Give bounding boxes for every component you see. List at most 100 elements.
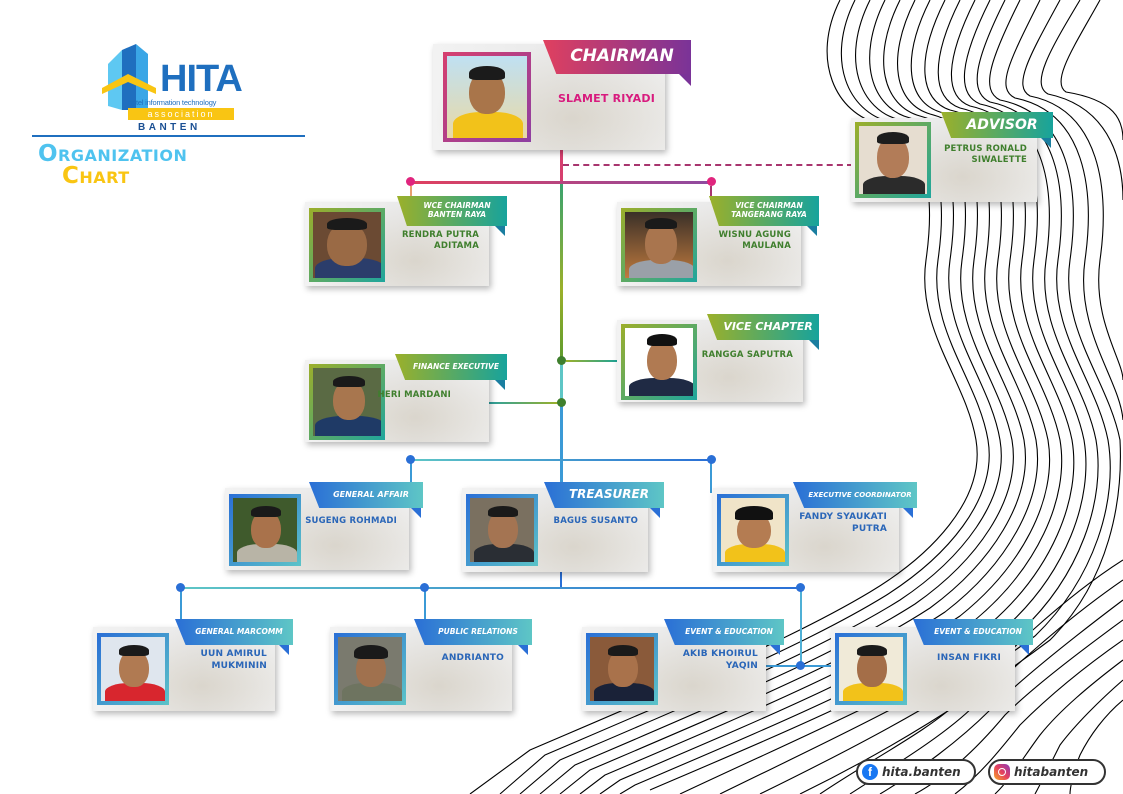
connector-event-drop (800, 591, 802, 665)
card-general-affair[interactable]: GENERAL AFFAIR SUGENG ROHMADI (225, 482, 423, 570)
connector-chairman-trunk (560, 150, 563, 182)
connector-finance (488, 402, 558, 404)
vice-chairman-banten-photo (309, 208, 385, 282)
building-logo-icon (102, 44, 156, 110)
event-education-2-name: INSAN FIKRI (937, 653, 1001, 663)
chairman-photo (443, 52, 531, 142)
connector-vc-right-drop (710, 186, 712, 200)
role-ribbon-vice-chapter: VICE CHAPTER (707, 314, 819, 340)
ribbon-fold (903, 508, 913, 518)
card-finance-executive[interactable]: FINANCE EXECUTIVE HERI MARDANI (305, 354, 507, 442)
ribbon-fold (518, 645, 528, 655)
connector-trunk-teal (560, 362, 563, 400)
ribbon-fold (770, 645, 780, 655)
card-executive-coordinator[interactable]: EXECUTIVE COORDINATOR FANDY SYAUKATI PUT… (713, 482, 917, 572)
ribbon-fold (650, 508, 660, 518)
general-affair-name: SUGENG ROHMADI (305, 516, 397, 526)
connector-vice-chairman-bar (410, 181, 712, 184)
connector-pr-drop (424, 591, 426, 621)
facebook-link[interactable]: f hita.banten (856, 759, 976, 785)
ribbon-fold (1019, 645, 1029, 655)
card-chairman[interactable]: CHAIRMAN SLAMET RIYADI (433, 40, 691, 150)
card-treasurer[interactable]: TREASURER BAGUS SUSANTO (462, 482, 664, 572)
card-general-marcomm[interactable]: GENERAL MARCOMM UUN AMIRUL MUKMININ (93, 619, 293, 711)
connector-trunk-green (560, 184, 563, 360)
role-ribbon-vice-chairman-tangerang: VICE CHAIRMAN TANGERANG RAYA (709, 196, 819, 226)
executive-coordinator-photo (717, 494, 789, 566)
chairman-name: SLAMET RIYADI (557, 92, 655, 105)
advisor-photo (855, 122, 931, 198)
card-vice-chairman-tangerang[interactable]: VICE CHAIRMAN TANGERANG RAYA WISNU AGUNG… (617, 196, 819, 286)
connector-treasurer-drop (560, 572, 562, 588)
ribbon-fold (495, 380, 505, 390)
logo-divider (32, 135, 305, 137)
connector-vice-chapter (566, 360, 620, 362)
ribbon-fold (411, 508, 421, 518)
role-ribbon-general-marcomm: GENERAL MARCOMM (175, 619, 293, 645)
vice-chairman-tangerang-photo (621, 208, 697, 282)
role-ribbon-finance-executive: FINANCE EXECUTIVE (395, 354, 507, 380)
logo-region: BANTEN (138, 122, 201, 133)
card-advisor[interactable]: ADVISOR PETRUS RONALD SIWALETTE (851, 112, 1053, 202)
facebook-handle: hita.banten (882, 765, 961, 779)
card-vice-chairman-banten[interactable]: WCE CHAIRMAN BANTEN RAYA RENDRA PUTRA AD… (305, 196, 507, 286)
event-education-1-photo (586, 633, 658, 705)
connector-node (796, 583, 805, 592)
role-ribbon-advisor: ADVISOR (941, 112, 1053, 138)
connector-node (796, 661, 805, 670)
role-ribbon-event-education-1: EVENT & EDUCATION (664, 619, 784, 645)
executive-coordinator-name: FANDY SYAUKATI PUTRA (799, 512, 887, 534)
event-education-2-photo (835, 633, 907, 705)
role-ribbon-event-education-2: EVENT & EDUCATION (913, 619, 1033, 645)
role-ribbon-chairman: CHAIRMAN (543, 40, 691, 74)
card-event-education-2[interactable]: EVENT & EDUCATION INSAN FIKRI (831, 619, 1033, 711)
finance-executive-name: HERI MARDANI (377, 390, 451, 400)
connector-ga-drop (410, 463, 412, 483)
connector-level3-bar (410, 459, 712, 461)
connector-vc-left-drop (410, 186, 412, 200)
general-affair-photo (229, 494, 301, 566)
page-title-organization: Organization (38, 141, 188, 167)
vice-chapter-photo (621, 324, 697, 400)
finance-executive-photo (309, 364, 385, 440)
instagram-link[interactable]: hitabanten (988, 759, 1106, 785)
connector-node (406, 455, 415, 464)
role-ribbon-public-relations: PUBLIC RELATIONS (414, 619, 532, 645)
connector-level4-bar (180, 587, 802, 589)
logo-subtitle: hotel information technology (128, 98, 217, 107)
logo-wordmark: HITA (160, 58, 243, 100)
vice-chairman-banten-name: RENDRA PUTRA ADITAMA (401, 230, 479, 252)
public-relations-photo (334, 633, 406, 705)
treasurer-name: BAGUS SUSANTO (553, 516, 638, 526)
card-vice-chapter[interactable]: VICE CHAPTER RANGGA SAPUTRA (617, 314, 819, 402)
role-ribbon-vice-chairman-banten: WCE CHAIRMAN BANTEN RAYA (397, 196, 507, 226)
card-public-relations[interactable]: PUBLIC RELATIONS ANDRIANTO (330, 619, 532, 711)
connector-node (406, 177, 415, 186)
ribbon-fold (679, 74, 691, 86)
connector-node (707, 455, 716, 464)
card-event-education-1[interactable]: EVENT & EDUCATION AKIB KHOIRUL YAQIN (582, 619, 784, 711)
connector-trunk-blue (560, 406, 563, 482)
general-marcomm-photo (97, 633, 169, 705)
logo-association: association (128, 108, 234, 120)
hita-banten-logo: HITA hotel information technology associ… (30, 40, 310, 190)
connector-node (420, 583, 429, 592)
instagram-icon (994, 764, 1010, 780)
facebook-icon: f (862, 764, 878, 780)
general-marcomm-name: UUN AMIRUL MUKMININ (200, 649, 267, 671)
vice-chairman-tangerang-name: WISNU AGUNG MAULANA (718, 230, 791, 252)
connector-node (557, 356, 566, 365)
ribbon-fold (809, 340, 819, 350)
public-relations-name: ANDRIANTO (441, 653, 504, 663)
connector-node (176, 583, 185, 592)
page-title-chart: Chart (62, 163, 130, 189)
role-ribbon-general-affair: GENERAL AFFAIR (309, 482, 423, 508)
ribbon-fold (495, 226, 505, 236)
vice-chapter-name: RANGGA SAPUTRA (701, 350, 793, 360)
event-education-1-name: AKIB KHOIRUL YAQIN (682, 649, 758, 671)
treasurer-photo (466, 494, 538, 566)
connector-node (707, 177, 716, 186)
connector-node (557, 398, 566, 407)
ribbon-fold (1041, 138, 1051, 148)
connector-ec-drop (710, 463, 712, 493)
